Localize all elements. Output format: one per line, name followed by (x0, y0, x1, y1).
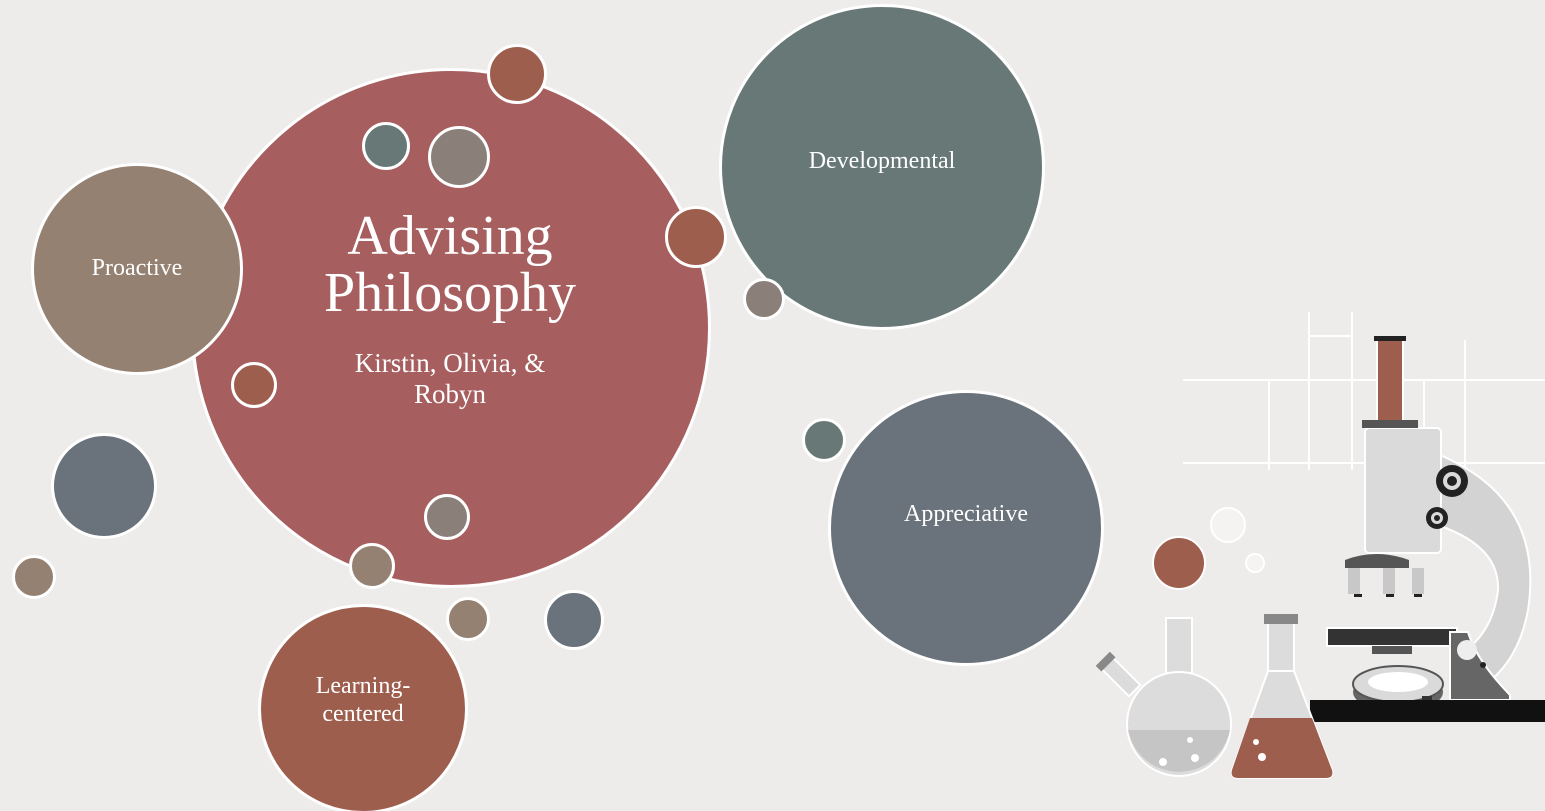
proactive-bubble: Proactive (31, 163, 243, 375)
proactive-label: Proactive (91, 255, 183, 282)
decor-circle (428, 126, 490, 188)
title-block: Advising Philosophy Kirstin, Olivia, & R… (290, 205, 610, 410)
developmental-label: Developmental (808, 148, 956, 175)
appreciative-label: Appreciative (904, 501, 1028, 528)
learning-centered-bubble: Learning- centered (258, 604, 468, 811)
decor-circle (349, 543, 395, 589)
decor-circle (362, 122, 410, 170)
decor-circle (231, 362, 277, 408)
conical-flask (1230, 614, 1334, 779)
decor-circle (743, 278, 785, 320)
microscope-illustration (1095, 312, 1545, 779)
developmental-bubble: Developmental (719, 4, 1045, 330)
slide-title: Advising Philosophy (323, 205, 577, 325)
decor-circle (802, 418, 846, 462)
round-flask (1095, 617, 1232, 777)
slide-subtitle: Kirstin, Olivia, & Robyn (354, 348, 546, 410)
decor-circle (544, 590, 604, 650)
decor-circle (665, 206, 727, 268)
decor-circle (424, 494, 470, 540)
appreciative-bubble: Appreciative (828, 390, 1104, 666)
decor-circle (51, 433, 157, 539)
learning-centered-label: Learning- centered (315, 673, 411, 727)
decor-circle (12, 555, 56, 599)
decor-circle (487, 44, 547, 104)
decor-circle (446, 597, 490, 641)
